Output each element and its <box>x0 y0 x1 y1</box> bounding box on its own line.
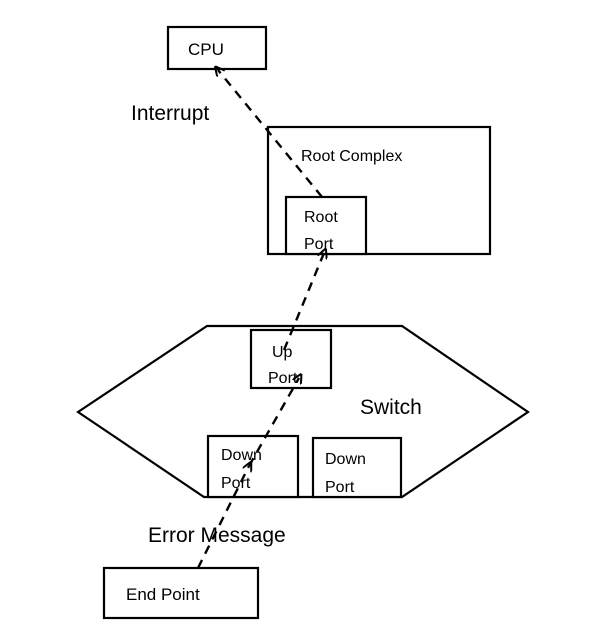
end-point-node: End Point <box>102 566 260 620</box>
down-port-right-label-line1: Down <box>325 451 366 468</box>
root-port-node: Root Port <box>284 195 368 256</box>
error-path-endpoint-to-downport <box>196 466 249 569</box>
error-path-downport-to-upport <box>247 378 299 467</box>
down-port-right-label-line2: Port <box>325 479 355 496</box>
down-port-left-node: Down Port <box>206 434 300 499</box>
interrupt-path-rootport-to-cpu <box>218 70 323 198</box>
down-port-left-label-line1: Down <box>221 447 262 464</box>
error-path-upport-to-rootport <box>282 253 324 351</box>
root-port-label-line1: Root <box>304 209 338 226</box>
cpu-label: CPU <box>188 40 224 59</box>
up-port-node: Up Port <box>249 328 333 390</box>
switch-label: Switch <box>360 396 422 419</box>
end-point-label: End Point <box>126 585 200 604</box>
root-complex-label: Root Complex <box>301 148 402 165</box>
error-message-label: Error Message <box>148 524 286 547</box>
interrupt-label: Interrupt <box>131 102 209 125</box>
up-port-label-line2: Port <box>268 370 298 387</box>
cpu-node: CPU <box>166 25 268 71</box>
root-port-label-line2: Port <box>304 236 334 253</box>
down-port-right-node: Down Port <box>311 436 403 499</box>
up-port-label-line1: Up <box>272 344 293 361</box>
